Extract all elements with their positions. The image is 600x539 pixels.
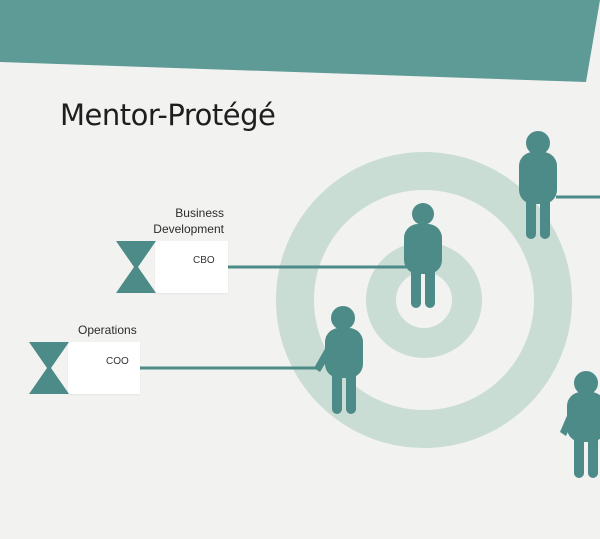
person-icon-bottom-right xyxy=(560,371,600,478)
role-card-coo: COO xyxy=(68,342,140,394)
department-label-line: Development xyxy=(153,222,224,236)
person-icon-center xyxy=(404,203,442,308)
target-outer-ring xyxy=(276,152,572,448)
role-label-cbo: CBO xyxy=(193,255,215,266)
page-title: Mentor-Protégé xyxy=(60,98,276,132)
person-icon-top-right xyxy=(519,131,557,239)
person-icon-left xyxy=(314,306,363,414)
department-label-business-development: Business Development xyxy=(153,205,224,237)
department-label-line: Operations xyxy=(78,323,137,337)
role-label-coo: COO xyxy=(106,356,129,367)
department-label-operations: Operations xyxy=(78,322,137,338)
role-card-cbo: CBO xyxy=(155,241,228,293)
hourglass-icon xyxy=(116,241,156,293)
department-label-line: Business xyxy=(175,206,224,220)
top-banner xyxy=(0,0,600,82)
hourglass-icon xyxy=(29,342,69,394)
